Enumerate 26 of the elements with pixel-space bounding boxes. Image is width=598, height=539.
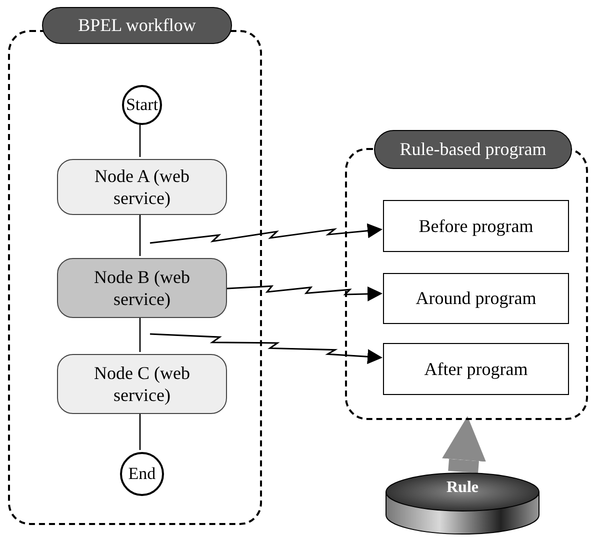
- group-title: Rule-based program: [374, 130, 572, 169]
- lightning-connector: [150, 333, 382, 364]
- program-box: [383, 200, 569, 252]
- lightning-connector: [224, 285, 382, 302]
- node-label: After program: [424, 358, 528, 380]
- service-node-box: [57, 258, 227, 318]
- connector-line: [139, 123, 141, 157]
- service-node-box: [57, 159, 227, 215]
- node-label: End: [128, 463, 156, 485]
- group-title: BPEL workflow: [42, 7, 232, 44]
- service-node-box: [57, 354, 227, 414]
- node-label: Start: [126, 94, 158, 116]
- node-label: Node C (web service): [93, 362, 191, 406]
- node-label: Before program: [418, 214, 534, 238]
- node-label: Rule: [446, 478, 478, 498]
- node-label: Node A (web service): [94, 164, 190, 210]
- node-label: Node B (web service): [93, 266, 191, 310]
- lightning-connector: [150, 223, 382, 244]
- database-cylinder: [385, 472, 540, 535]
- node-label: Around program: [416, 287, 536, 310]
- program-box: [383, 273, 569, 324]
- thick-arrow: [442, 416, 486, 474]
- connector-line: [139, 316, 141, 352]
- connector-line: [139, 412, 141, 450]
- connector-line: [139, 213, 141, 256]
- program-box: [383, 343, 569, 395]
